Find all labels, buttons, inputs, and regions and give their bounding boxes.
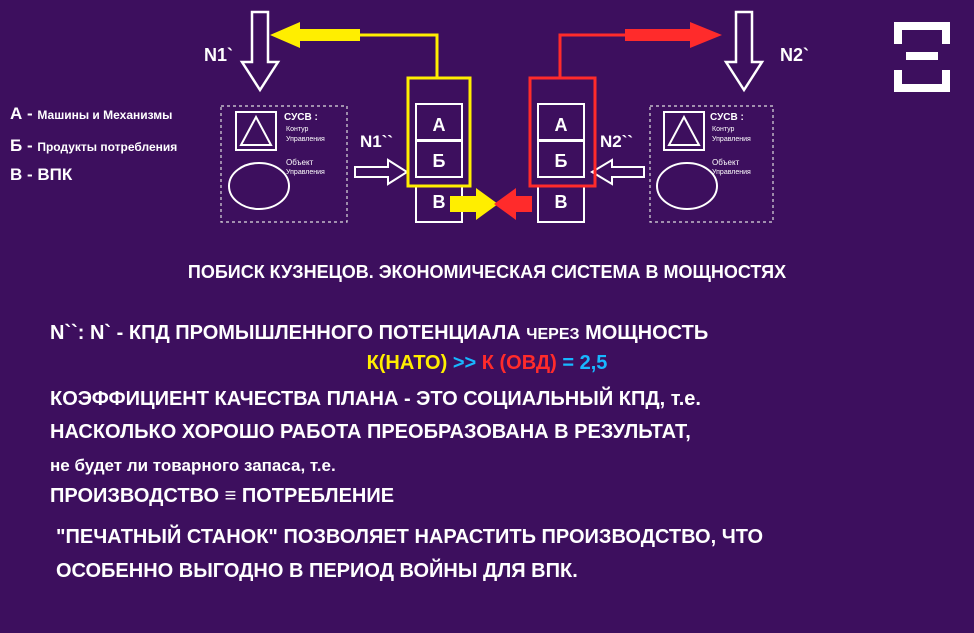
contour-label-2: Управления [712,136,751,143]
object-label-2: Управления [712,169,751,176]
efficiency-tail: МОЩНОСТЬ [579,322,709,344]
formula-gg: >> [447,352,482,374]
page-title: ПОБИСК КУЗНЕЦОВ. ЭКОНОМИЧЕСКАЯ СИСТЕМА В… [187,262,787,282]
csus-title: СУСВ : [284,112,318,123]
box-b-left: Б [433,151,446,171]
box-a-right: А [555,115,568,135]
object-label: Объект [286,158,314,167]
text-line-8: ОСОБЕННО ВЫГОДНО В ПЕРИОД ВОЙНЫ ДЛЯ ВПК. [56,560,578,582]
text-line-7: "ПЕЧАТНЫЙ СТАНОК" ПОЗВОЛЯЕТ НАРАСТИТЬ ПР… [56,526,764,548]
contour-label: Контур [712,126,735,133]
formula-eq: = 2,5 [556,352,608,374]
text-line-5: не будет ли товарного запаса, т.е. [50,456,336,475]
formula-line: К(НАТО) >> К (ОВД) = 2,5 [0,352,974,375]
control-system-right: СУСВ : Контур Управления Объект Управлен… [649,105,774,223]
arrow-right-icon [625,22,722,48]
legend-v: В - ВПК [10,165,72,185]
box-a-left: А [433,115,446,135]
triangle-icon [667,114,701,146]
csus-title: СУСВ : [710,112,744,123]
efficiency-main: N``: N` - КПД ПРОМЫШЛЕННОГО ПОТЕНЦИАЛА [50,322,527,344]
formula-k-nato: К(НАТО) [366,352,448,374]
red-feedback-line [558,33,640,78]
arrow-right-icon [354,158,409,186]
ellipse-icon [656,162,718,210]
yellow-feedback-line [360,33,439,78]
legend-b: Б - Продукты потребления [10,136,177,156]
legend-key-a: А - [10,104,38,123]
object-label-2: Управления [286,169,325,176]
control-system-left: СУСВ : Контур Управления Объект Управлен… [220,105,348,223]
arrow-left-icon [270,22,360,48]
legend-text-b: Продукты потребления [37,140,178,154]
label-n1: N1` [204,45,233,65]
triangle-icon [239,114,273,146]
contour-label-2: Управления [286,136,325,143]
efficiency-small: ЧЕРЕЗ [526,326,580,343]
arrow-down-icon [239,10,281,93]
contour-label: Контур [286,126,309,133]
stack-right: А Б В [528,76,597,223]
legend-key-b: Б - [10,136,38,155]
text-line-6: ПРОИЗВОДСТВО ≡ ПОТРЕБЛЕНИЕ [50,485,395,507]
legend-key-v: В - ВПК [10,165,73,184]
object-label: Объект [712,158,740,167]
text-line-3: КОЭФФИЦИЕНТ КАЧЕСТВА ПЛАНА - ЭТО СОЦИАЛЬ… [50,388,701,410]
arrow-left-icon [494,188,532,220]
legend: А - Машины и Механизмы [10,104,172,124]
formula-k-ovd: К (ОВД) [481,352,557,374]
arrow-down-icon [723,10,765,93]
ellipse-icon [228,162,290,210]
arrow-left-icon [590,158,645,186]
text-line-4: НАСКОЛЬКО ХОРОШО РАБОТА ПРЕОБРАЗОВАНА В … [50,421,691,443]
box-v-right: В [555,192,568,212]
box-v-left: В [433,192,446,212]
xi-symbol-icon [894,22,950,92]
power-diagram: N1` N2` СУСВ : Контур Управления Объект … [204,10,809,223]
legend-text-a: Машины и Механизмы [37,108,173,122]
label-n2: N2` [780,45,809,65]
label-n1-double: N1`` [360,132,393,151]
label-n2-double: N2`` [600,132,633,151]
arrow-right-icon [450,188,498,220]
box-b-right: Б [555,151,568,171]
efficiency-line: N``: N` - КПД ПРОМЫШЛЕННОГО ПОТЕНЦИАЛА Ч… [50,322,708,345]
